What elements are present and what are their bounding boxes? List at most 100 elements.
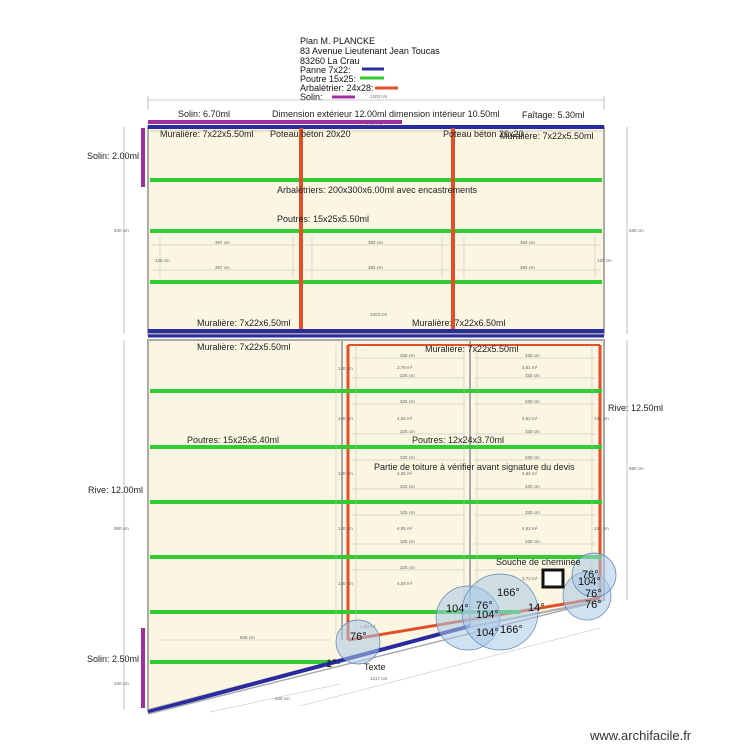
svg-text:1050 cm: 1050 cm (365, 122, 383, 127)
label-dimension-ext: Dimension extérieur 12.00ml dimension in… (272, 109, 500, 119)
top-section: 1050 cm 397 cm 392 cm 394 cm 397 cm (114, 120, 644, 338)
svg-text:140 cm: 140 cm (338, 416, 353, 421)
area-3: 4,55 m² (397, 416, 413, 421)
label-muraliere-tr: Muralière: 7x22x5.50ml (500, 131, 594, 141)
svg-text:76°: 76° (585, 588, 602, 600)
label-chimney: Souche de cheminée (496, 557, 581, 567)
svg-text:76°: 76° (350, 631, 367, 643)
label-muraliere-mid-r: Muralière: 7x22x6.50ml (412, 318, 506, 328)
label-muraliere-tl: Muralière: 7x22x5.50ml (160, 129, 254, 139)
area-9: 4,58 m² (397, 581, 413, 586)
svg-text:394 cm: 394 cm (520, 240, 535, 245)
svg-text:220 cm: 220 cm (114, 681, 129, 686)
svg-text:76°: 76° (585, 599, 602, 611)
area-7: 4,55 m² (397, 526, 413, 531)
svg-text:325 cm: 325 cm (400, 399, 415, 404)
svg-text:140 cm: 140 cm (338, 471, 353, 476)
svg-text:140 cm: 140 cm (594, 526, 609, 531)
svg-text:530 cm: 530 cm (114, 228, 129, 233)
svg-text:397 cm: 397 cm (215, 240, 230, 245)
svg-text:330 cm: 330 cm (525, 399, 540, 404)
label-poteau-2: Poteau béton 20x20 (443, 129, 524, 139)
label-rive-right: Rive: 12.50ml (608, 403, 663, 413)
area-10: 3,72 m² (522, 576, 538, 581)
label-solin-left-top: Solin: 2.00ml (87, 151, 139, 161)
label-muraliere-mid-l: Muralière: 7x22x6.50ml (197, 318, 291, 328)
label-poutres-bottom-r: Poutres: 12x24x3.70ml (412, 435, 504, 445)
svg-text:104°: 104° (476, 627, 499, 639)
watermark: www.archifacile.fr (589, 728, 692, 743)
svg-text:140 cm: 140 cm (338, 526, 353, 531)
svg-text:104°: 104° (446, 603, 469, 615)
label-verify: Partie de toiture à vérifier avant signa… (374, 462, 575, 472)
legend-arbaletrier-label: Arbalétrier: 24x28: (300, 83, 374, 93)
svg-text:330 cm: 330 cm (525, 455, 540, 460)
rive-diagonal-panne (147, 624, 471, 714)
label-texte: Texte (364, 662, 386, 672)
label-poutres-top: Poutres: 15x25x5.50ml (277, 214, 369, 224)
svg-text:325 cm: 325 cm (400, 565, 415, 570)
svg-text:980 cm: 980 cm (629, 466, 644, 471)
svg-text:166°: 166° (497, 587, 520, 599)
area-4: 4,62 m² (522, 416, 538, 421)
label-muraliere-low-r: Muralière: 7x22x5.50ml (425, 344, 519, 354)
label-poteau-1: Poteau béton 20x20 (270, 129, 351, 139)
svg-text:530 cm: 530 cm (629, 228, 644, 233)
svg-text:104°: 104° (476, 609, 499, 621)
legend-panne-label: Panne 7x22: (300, 65, 351, 75)
svg-text:394 cm: 394 cm (520, 265, 535, 270)
dim-overall: 1203 cm (370, 94, 388, 99)
svg-text:140 cm: 140 cm (338, 366, 353, 371)
svg-text:392 cm: 392 cm (368, 265, 383, 270)
svg-text:330 cm: 330 cm (525, 484, 540, 489)
svg-text:140 cm: 140 cm (338, 581, 353, 586)
area-1: 3,78 m² (397, 365, 413, 370)
label-rive-left: Rive: 12.00ml (88, 485, 143, 495)
label-poutres-bottom-l: Poutres: 15x25x5.40ml (187, 435, 279, 445)
svg-text:325 cm: 325 cm (400, 510, 415, 515)
area-5: 4,55 m² (397, 471, 413, 476)
angle-arc-5 (571, 552, 617, 598)
bottom-section: 325 cm 330 cm 325 cm 330 cm 325 cm 330 c… (114, 339, 644, 715)
svg-text:166°: 166° (500, 624, 523, 636)
header-city: 83260 La Crau (300, 56, 360, 66)
svg-text:325 cm: 325 cm (400, 539, 415, 544)
svg-text:126 cm: 126 cm (155, 258, 170, 263)
svg-text:397 cm: 397 cm (215, 265, 230, 270)
svg-text:1203 cm: 1203 cm (370, 312, 388, 317)
svg-text:330 cm: 330 cm (525, 353, 540, 358)
svg-text:330 cm: 330 cm (525, 539, 540, 544)
label-muraliere-low-l: Muralière: 7x22x5.50ml (197, 342, 291, 352)
area-2: 3,61 m² (522, 365, 538, 370)
header-title: Plan M. PLANCKE (300, 36, 375, 46)
legend-poutre-label: Poutre 15x25: (300, 74, 356, 84)
svg-text:325 cm: 325 cm (400, 373, 415, 378)
svg-text:330 cm: 330 cm (525, 373, 540, 378)
svg-text:1°: 1° (326, 658, 337, 670)
angle-arc-1 (335, 619, 381, 665)
label-solin-left-bottom: Solin: 2.50ml (87, 654, 139, 664)
svg-text:325 cm: 325 cm (400, 484, 415, 489)
svg-text:126 cm: 126 cm (597, 258, 612, 263)
svg-text:140 cm: 140 cm (594, 416, 609, 421)
angle-arc-3 (461, 573, 539, 651)
svg-text:104°: 104° (578, 576, 601, 588)
label-solin-top: Solin: 6.70ml (178, 109, 230, 119)
svg-text:980 cm: 980 cm (114, 526, 129, 531)
svg-text:330 cm: 330 cm (525, 510, 540, 515)
svg-text:1217 cm: 1217 cm (370, 676, 388, 681)
svg-text:330 cm: 330 cm (525, 429, 540, 434)
label-faitage: Faîtage: 5.30ml (522, 110, 585, 120)
legend-solin-label: Solin: (300, 92, 323, 102)
top-dimension: 1203 cm (147, 94, 605, 110)
area-8: 4,62 m² (522, 526, 538, 531)
chimney-icon (541, 568, 565, 589)
svg-text:405 cm: 405 cm (275, 696, 290, 701)
svg-text:76°: 76° (582, 569, 599, 581)
svg-text:76°: 76° (476, 600, 493, 612)
svg-text:392 cm: 392 cm (368, 240, 383, 245)
svg-text:505 cm: 505 cm (240, 635, 255, 640)
svg-text:14°: 14° (528, 602, 545, 614)
header-address: 83 Avenue Lieutenant Jean Toucas (300, 46, 440, 56)
